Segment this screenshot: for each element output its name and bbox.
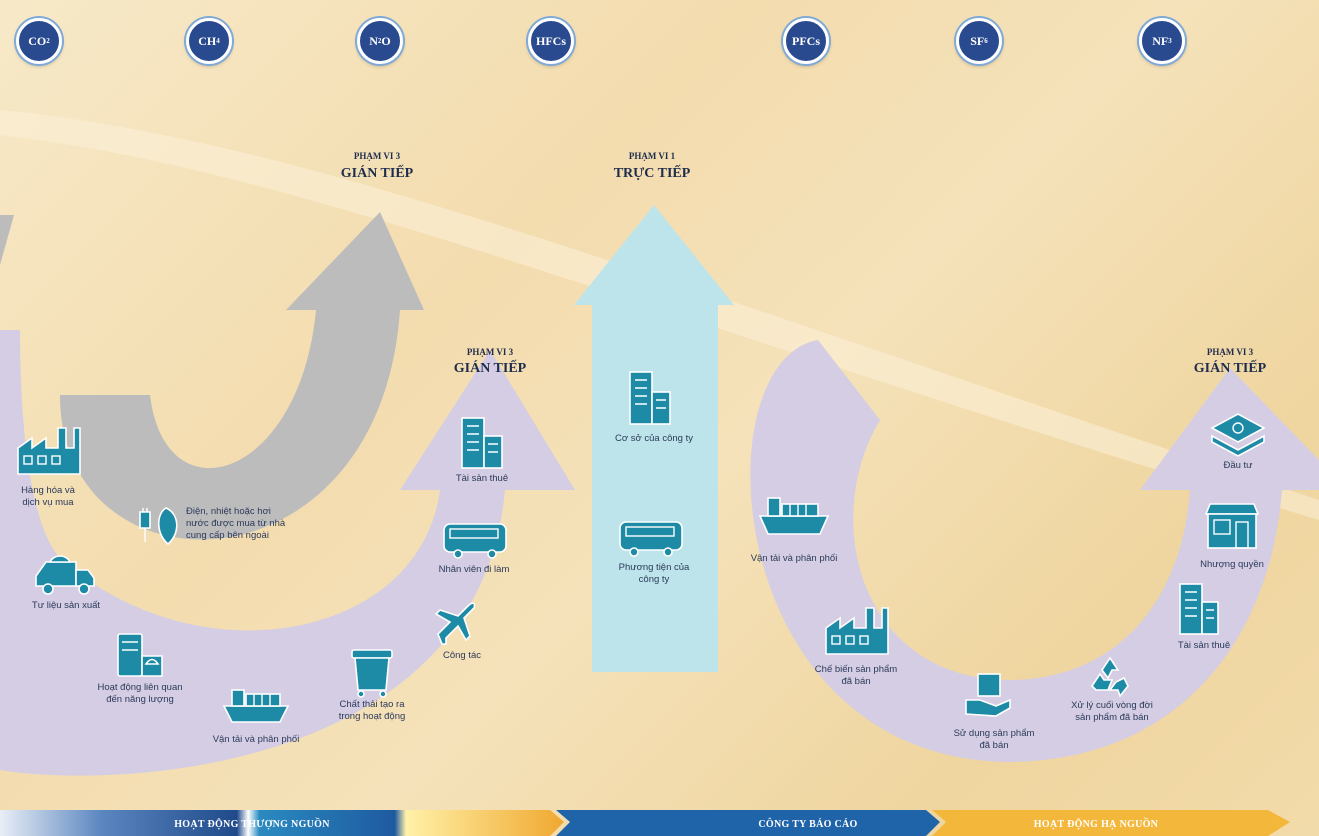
product-use-label-1: Sử dụng sản phẩm: [954, 728, 1035, 739]
company-vehicles-label-1: Phương tiện của: [619, 562, 690, 573]
band-reporting-shape: [556, 810, 940, 836]
business-travel-label: Công tác: [443, 650, 481, 661]
product-use-label-2: đã bán: [979, 740, 1008, 751]
franchises-label: Nhượng quyền: [1200, 559, 1264, 570]
dump-truck-icon: [35, 555, 95, 595]
recycle-icon: [1090, 656, 1129, 698]
scope3-up-small-label: PHẠM VI 3: [467, 347, 514, 357]
scope3-up-big-label: GIÁN TIẾP: [454, 359, 527, 376]
partial-grey-arrow: [0, 215, 14, 265]
downstream-leased-label: Tài sản thuê: [1178, 640, 1230, 651]
fuel-tank-icon: [117, 633, 163, 677]
gas-co2-label: CO: [28, 33, 47, 48]
purchased-goods-label-2: dịch vụ mua: [22, 497, 74, 508]
company-building-icon: [629, 371, 671, 425]
waste-label-1: Chất thải tạo ra: [340, 699, 406, 710]
downstream-transport-label: Vận tải và phân phối: [751, 553, 838, 564]
upstream-leased-label: Tài sản thuê: [456, 473, 508, 484]
processing-label-1: Chế biến sản phẩm: [815, 664, 897, 675]
scope1-big-label: TRỰC TIẾP: [614, 164, 691, 181]
scope3-down-big-label: GIÁN TIẾP: [1194, 359, 1267, 376]
leased-building-icon: [461, 417, 503, 469]
processing-factory-icon: [825, 607, 889, 655]
gas-nf3-label: NF: [1152, 33, 1169, 48]
downstream-leased-building-icon: [1179, 583, 1219, 635]
factory-icon: [17, 427, 81, 475]
storefront-icon: [1204, 503, 1260, 549]
blue-arrow-company: [574, 205, 734, 672]
gas-sf6-label: SF: [970, 33, 985, 48]
purchased-energy-label-1: Điện, nhiệt hoặc hơi: [186, 506, 271, 517]
end-of-life-label-2: sản phẩm đã bán: [1075, 712, 1148, 723]
commuting-label: Nhân viên đi làm: [439, 564, 510, 575]
gas-nf3-sub: 3: [1168, 37, 1172, 45]
purple-arrow-downstream: [750, 340, 1319, 762]
gas-hfcs: HFCs: [528, 18, 574, 64]
end-of-life-label-1: Xử lý cuối vòng đời: [1071, 700, 1153, 711]
capital-goods-label: Tư liệu sản xuất: [32, 600, 101, 611]
purchased-goods-label-1: Hàng hóa và: [21, 485, 76, 496]
processing-label-2: đã bán: [841, 676, 870, 687]
ship-icon: [222, 689, 290, 723]
energy-related-label-2: đến năng lượng: [106, 694, 174, 705]
airplane-icon: [434, 602, 476, 645]
band-upstream-label: HOẠT ĐỘNG THƯỢNG NGUỒN: [174, 817, 330, 830]
gas-n2o-sub: 2: [377, 37, 382, 45]
purchased-energy-label-2: nước được mua từ nhà: [186, 518, 286, 529]
scope1-small-label: PHẠM VI 1: [629, 151, 676, 161]
band-upstream-shape: [0, 810, 564, 836]
grey-arrow: [60, 212, 424, 540]
scope3-down-small-label: PHẠM VI 3: [1207, 347, 1254, 357]
waste-bin-icon: [351, 649, 393, 698]
gas-co2-sub: 2: [46, 37, 50, 45]
gas-n2o-label: N: [369, 33, 378, 48]
downstream-ship-icon: [758, 497, 830, 535]
gas-ch4-sub: 4: [216, 37, 220, 45]
waste-label-2: trong hoạt động: [339, 711, 406, 722]
company-bus-icon: [619, 521, 683, 557]
band-reporting-label: CÔNG TY BÁO CÁO: [758, 817, 857, 830]
upstream-transport-label: Vận tải và phân phối: [213, 734, 300, 745]
band-downstream-label: HOẠT ĐỘNG HẠ NGUỒN: [1034, 817, 1159, 830]
band-downstream-shape: [932, 810, 1290, 836]
gas-sf6-sub: 6: [984, 37, 988, 45]
company-vehicles-label-2: công ty: [639, 574, 670, 585]
company-facilities-label: Cơ sở của công ty: [615, 433, 693, 444]
bus-icon: [443, 523, 507, 559]
gas-pfcs-label: PFCs: [792, 33, 820, 48]
purchased-energy-label-3: cung cấp bên ngoài: [186, 530, 269, 541]
scope2-small-label: PHẠM VI 3: [354, 151, 401, 161]
gas-n2o-tail: O: [381, 33, 391, 48]
hand-product-icon: [965, 673, 1011, 717]
energy-related-label-1: Hoạt động liên quan: [97, 682, 182, 693]
gas-pfcs: PFCs: [783, 18, 829, 64]
gas-ch4-label: CH: [198, 33, 217, 48]
energy-plug-leaf-icon: [139, 507, 178, 546]
investments-label: Đầu tư: [1223, 460, 1253, 471]
money-stack-icon: [1210, 413, 1266, 457]
scope2-big-label: GIÁN TIẾP: [341, 164, 414, 181]
gas-hfcs-label: HFCs: [536, 33, 566, 48]
